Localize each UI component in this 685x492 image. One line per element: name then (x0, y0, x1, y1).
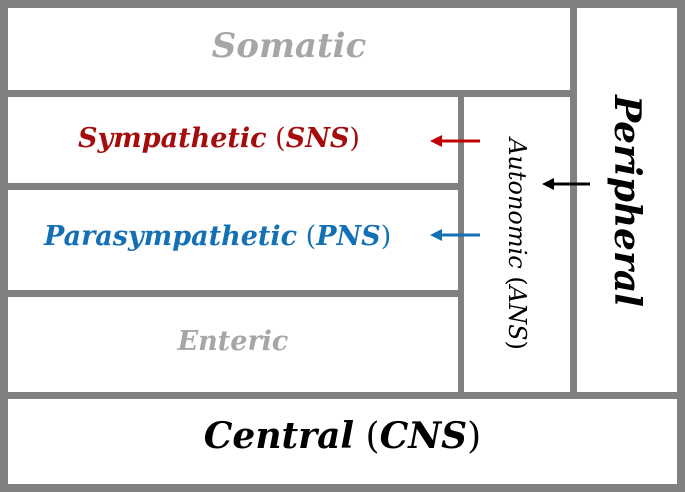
arrow-sympathetic-head (430, 135, 442, 147)
arrow-autonomic-to-parasympathetic (430, 229, 480, 241)
parasympathetic-box: Parasympathetic (PNS) (8, 190, 458, 290)
central-box: Central (CNS) (8, 399, 677, 484)
arrow-peripheral-head (542, 178, 554, 190)
peripheral-label: Peripheral (606, 95, 648, 307)
autonomic-abbr: ANS (503, 285, 531, 341)
parasympathetic-name: Parasympathetic (44, 221, 298, 252)
autonomic-abbr-close: ) (503, 340, 531, 350)
central-label: Central (CNS) (8, 415, 677, 457)
sympathetic-abbr-open: ( (266, 123, 286, 154)
central-abbr-open: ( (354, 416, 380, 457)
parasympathetic-abbr: PNS (316, 221, 381, 252)
arrow-parasympathetic-head (430, 229, 442, 241)
parasympathetic-label: Parasympathetic (PNS) (44, 221, 391, 252)
parasympathetic-abbr-open: ( (297, 221, 317, 252)
central-name: Central (203, 415, 355, 457)
somatic-box: Somatic (8, 8, 570, 90)
sympathetic-abbr-close: ) (349, 123, 360, 154)
autonomic-label: Autonomic (ANS) (503, 96, 531, 392)
peripheral-box: Peripheral (577, 8, 677, 392)
somatic-label: Somatic (211, 26, 367, 66)
autonomic-name: Autonomic (503, 138, 531, 269)
sympathetic-label: Sympathetic (SNS) (78, 123, 360, 154)
arrow-peripheral-to-autonomic (542, 178, 590, 190)
enteric-box: Enteric (8, 297, 458, 392)
enteric-label: Enteric (177, 326, 289, 357)
parasympathetic-abbr-close: ) (380, 221, 392, 252)
sympathetic-box: Sympathetic (SNS) (8, 97, 458, 183)
sympathetic-abbr: SNS (285, 123, 350, 154)
autonomic-box: Autonomic (ANS) (464, 97, 570, 392)
arrow-autonomic-to-sympathetic (430, 135, 480, 147)
sympathetic-name: Sympathetic (78, 123, 267, 154)
central-abbr-close: ) (467, 416, 482, 457)
central-abbr: CNS (379, 415, 468, 457)
autonomic-abbr-open: ( (503, 268, 531, 286)
